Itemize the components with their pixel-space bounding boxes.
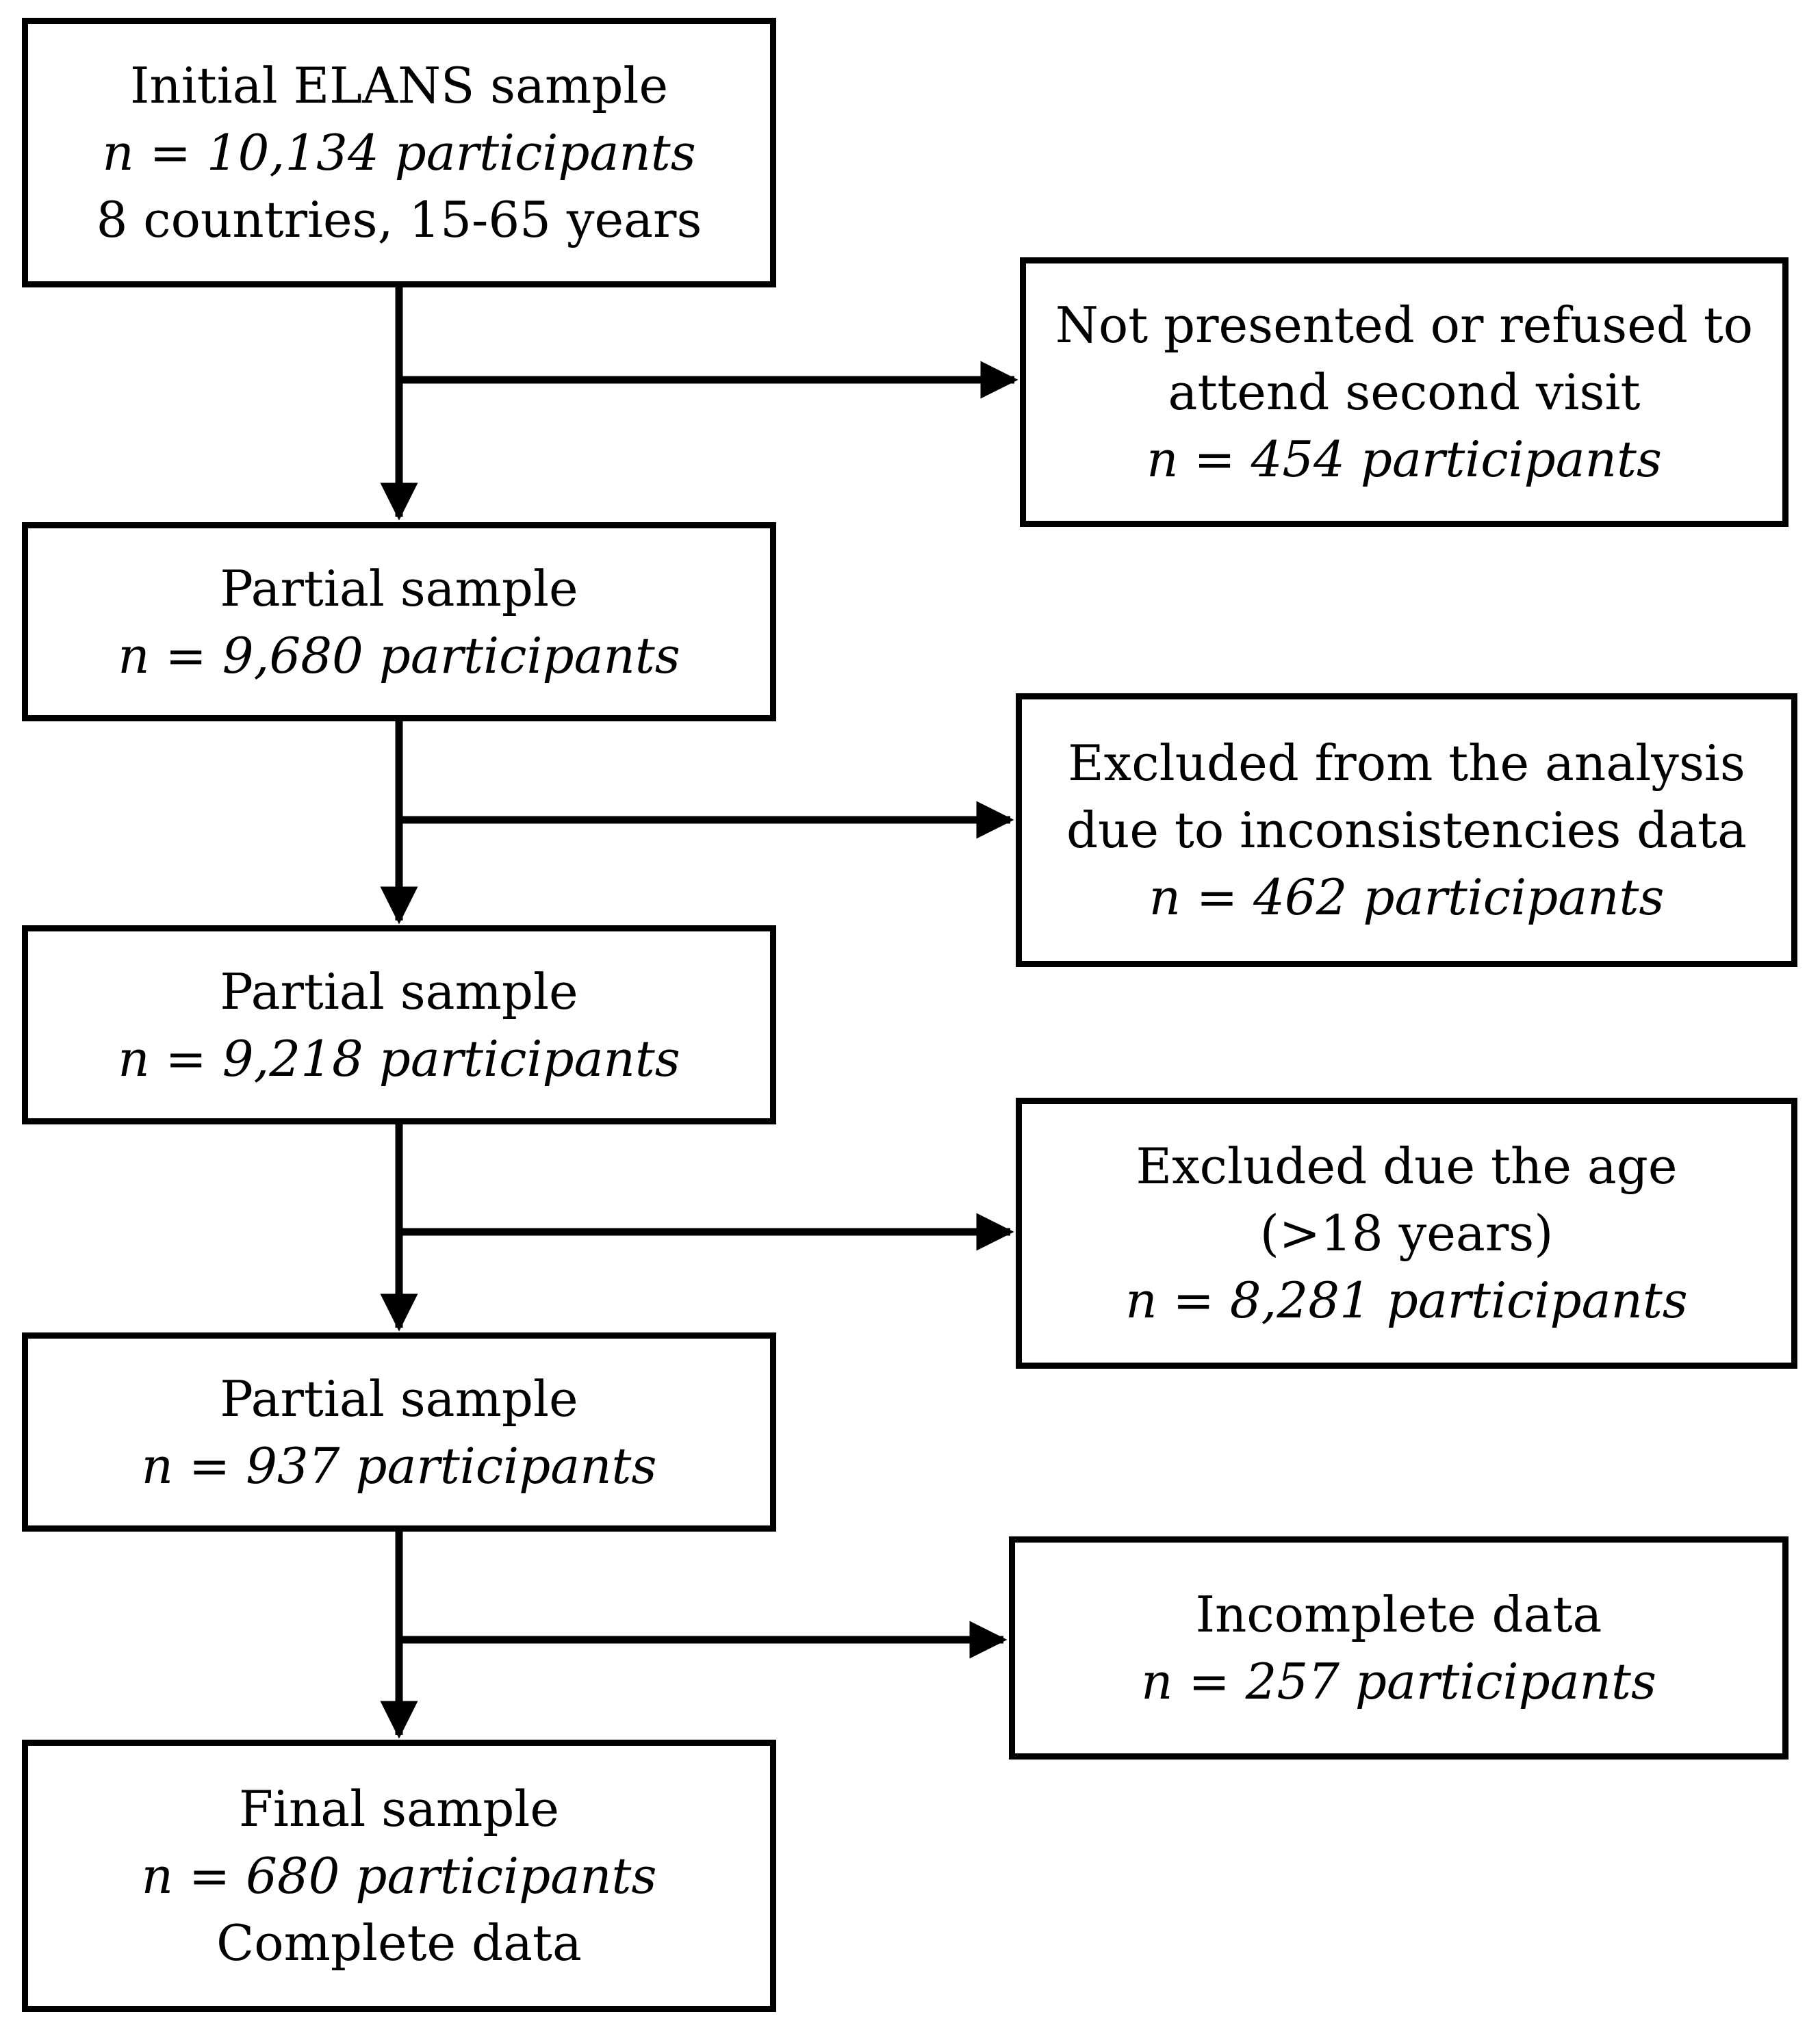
exclusion-box-1: Not presented or refused to attend secon… (1020, 257, 1789, 527)
box-count: n = 9,680 participants (118, 626, 680, 684)
box-title: Partial sample (220, 559, 578, 617)
exclusion-box-4: Incomplete data n = 257 participants (1009, 1536, 1789, 1760)
exclusion-count: n = 8,281 participants (1125, 1272, 1688, 1329)
exclusion-reason: Incomplete data (1195, 1586, 1602, 1643)
exclusion-reason: Not presented or refused to (1055, 296, 1754, 354)
exclusion-reason-cont: (>18 years) (1259, 1204, 1554, 1262)
initial-sample-box: Initial ELANS sample n = 10,134 particip… (22, 18, 776, 287)
partial-sample-box-3: Partial sample n = 937 participants (22, 1332, 776, 1532)
exclusion-count: n = 257 participants (1141, 1653, 1656, 1710)
box-title: Final sample (238, 1780, 560, 1838)
exclusion-reason-cont: attend second visit (1168, 363, 1641, 421)
box-count: n = 937 participants (141, 1436, 657, 1495)
box-title: Partial sample (220, 1369, 578, 1428)
box-count: n = 680 participants (141, 1847, 657, 1905)
box-note: 8 countries, 15-65 years (96, 191, 702, 248)
exclusion-count: n = 462 participants (1149, 868, 1665, 926)
final-sample-box: Final sample n = 680 participants Comple… (22, 1740, 776, 2012)
partial-sample-box-1: Partial sample n = 9,680 participants (22, 522, 776, 721)
box-note: Complete data (216, 1914, 582, 1972)
exclusion-reason-cont: due to inconsistencies data (1066, 801, 1747, 859)
exclusion-box-2: Excluded from the analysis due to incons… (1016, 693, 1797, 967)
exclusion-reason: Excluded from the analysis (1068, 734, 1745, 792)
exclusion-reason: Excluded due the age (1136, 1137, 1678, 1195)
box-count: n = 9,218 participants (118, 1029, 680, 1087)
box-title: Partial sample (220, 962, 578, 1020)
box-title: Initial ELANS sample (129, 57, 669, 114)
box-count: n = 10,134 participants (102, 124, 696, 181)
partial-sample-box-2: Partial sample n = 9,218 participants (22, 925, 776, 1124)
exclusion-box-3: Excluded due the age (>18 years) n = 8,2… (1016, 1098, 1797, 1369)
exclusion-count: n = 454 participants (1146, 430, 1662, 488)
